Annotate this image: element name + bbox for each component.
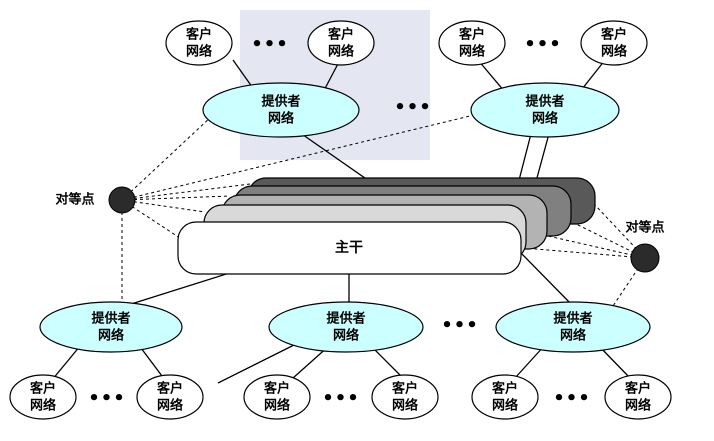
customer-label-line2: 网络 — [601, 44, 627, 60]
customer-label-line2: 网络 — [459, 44, 485, 60]
peering-point-node — [630, 243, 660, 273]
customer-network: 客户 网络 — [580, 20, 648, 66]
ellipsis: ••• — [441, 315, 479, 336]
customer-label-line2: 网络 — [186, 44, 212, 60]
peering-point-right: 对等点 — [625, 220, 665, 273]
ellipsis: ••• — [88, 388, 126, 409]
ellipsis: ••• — [251, 34, 289, 55]
peering-point-label: 对等点 — [55, 192, 94, 208]
ellipsis-markers: ••• ••• ••• ••• ••• ••• ••• — [88, 34, 591, 409]
provider-label-line2: 网络 — [268, 111, 294, 127]
provider-label-line1: 提供者 — [91, 311, 130, 327]
backbone-layer-5 — [177, 221, 522, 275]
provider-network: 提供者 网络 — [39, 301, 183, 353]
provider-network: 提供者 网络 — [202, 82, 360, 138]
provider-label-line1: 提供者 — [553, 311, 592, 327]
provider-label-line1: 提供者 — [525, 94, 564, 110]
provider-label-line1: 提供者 — [261, 94, 300, 110]
customer-network: 客户 网络 — [438, 20, 506, 66]
backbone-label: 主干 — [335, 239, 363, 256]
customer-network: 客户 网络 — [9, 374, 77, 420]
customer-network: 客户 网络 — [165, 20, 233, 66]
customer-label-line2: 网络 — [328, 44, 354, 60]
provider-label-line1: 提供者 — [326, 311, 365, 327]
ellipsis: ••• — [394, 97, 432, 118]
backbone: 主干 — [177, 177, 596, 275]
customer-label-line2: 网络 — [157, 398, 183, 414]
provider-network: 提供者 网络 — [268, 301, 424, 353]
customer-network: 客户 网络 — [471, 374, 539, 420]
customer-network: 客户 网络 — [371, 374, 439, 420]
customer-label-line2: 网络 — [625, 398, 651, 414]
ellipsis: ••• — [322, 388, 360, 409]
customer-label-line1: 客户 — [625, 381, 651, 397]
provider-label-line2: 网络 — [333, 328, 359, 344]
customer-label-line1: 客户 — [264, 381, 290, 397]
customer-label-line2: 网络 — [492, 398, 518, 414]
customer-label-line1: 客户 — [601, 27, 627, 43]
customer-label-line1: 客户 — [186, 27, 212, 43]
provider-label-line2: 网络 — [98, 328, 124, 344]
customer-network: 客户 网络 — [136, 374, 204, 420]
provider-label-line2: 网络 — [532, 111, 558, 127]
customer-label-line1: 客户 — [30, 381, 56, 397]
customer-label-line1: 客户 — [459, 27, 485, 43]
customer-label-line1: 客户 — [328, 27, 354, 43]
peering-point-node — [108, 186, 136, 214]
customer-network: 客户 网络 — [243, 374, 311, 420]
customer-network: 客户 网络 — [307, 20, 375, 66]
peering-point-label: 对等点 — [625, 220, 664, 236]
customer-label-line2: 网络 — [392, 398, 418, 414]
ellipsis: ••• — [553, 388, 591, 409]
peering-point-left: 对等点 — [55, 186, 136, 214]
customer-label-line1: 客户 — [392, 381, 418, 397]
customer-label-line1: 客户 — [492, 381, 518, 397]
ellipsis: ••• — [524, 34, 562, 55]
provider-network: 提供者 网络 — [470, 82, 620, 138]
customer-label-line1: 客户 — [157, 381, 183, 397]
customer-label-line2: 网络 — [30, 398, 56, 414]
provider-label-line2: 网络 — [560, 328, 586, 344]
customer-label-line2: 网络 — [264, 398, 290, 414]
provider-network: 提供者 网络 — [495, 301, 651, 353]
customer-network: 客户 网络 — [604, 374, 672, 420]
